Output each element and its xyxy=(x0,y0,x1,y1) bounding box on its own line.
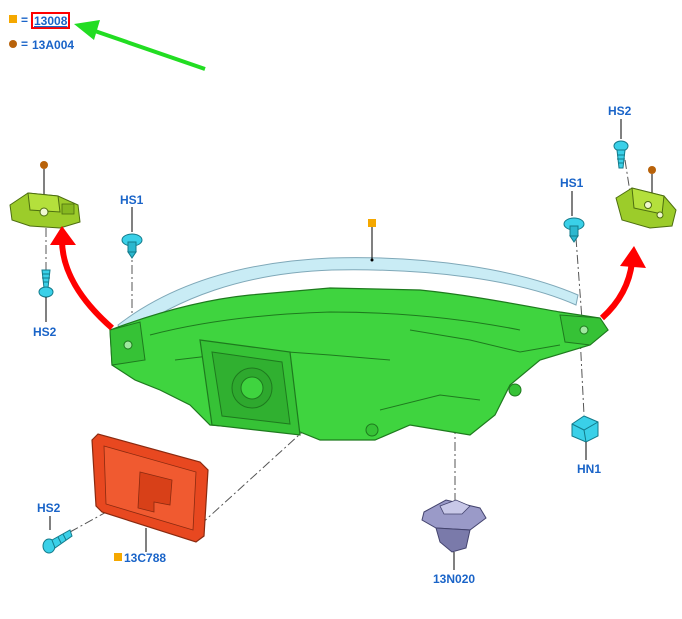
brown-circle-marker-icon xyxy=(648,166,656,174)
screw-hs2-bottom-left[interactable] xyxy=(42,516,73,554)
legend-code-13008[interactable]: 13008 xyxy=(34,14,68,28)
brown-circle-marker-icon xyxy=(40,161,48,169)
orange-square-marker-icon xyxy=(114,553,122,561)
red-curved-arrow-icon xyxy=(599,246,646,321)
legend: = 13008 = 13A004 xyxy=(9,12,74,52)
right-bracket[interactable] xyxy=(615,166,677,229)
label-hs2-left: HS2 xyxy=(33,325,57,339)
legend-highlight-box xyxy=(31,12,70,29)
label-hn1: HN1 xyxy=(577,462,601,476)
label-hs1-right: HS1 xyxy=(560,176,584,190)
label-hs2-top-right: HS2 xyxy=(608,104,632,118)
push-pin-hs1-right[interactable] xyxy=(563,191,585,243)
label-13c788: 13C788 xyxy=(124,551,166,565)
orange-square-marker-icon xyxy=(368,219,376,227)
housing-callout xyxy=(368,219,376,262)
legend-code-13a004[interactable]: 13A004 xyxy=(32,38,74,52)
label-hs2-bottom-left: HS2 xyxy=(37,501,61,515)
rear-cover-13c788[interactable] xyxy=(91,433,209,552)
label-hs1-left: HS1 xyxy=(120,193,144,207)
green-arrow-icon xyxy=(74,20,206,71)
left-bracket[interactable] xyxy=(9,161,81,229)
red-curved-arrow-icon xyxy=(50,226,114,331)
push-pin-hs1-left[interactable] xyxy=(121,207,143,259)
legend-equals: = xyxy=(21,13,28,27)
legend-equals: = xyxy=(21,37,28,51)
grommet-13n020[interactable] xyxy=(421,499,487,570)
clip-nut-hn1[interactable] xyxy=(571,415,599,460)
screw-hs2-top-right[interactable] xyxy=(613,119,629,169)
legend-square-marker-icon xyxy=(9,15,17,23)
label-13n020: 13N020 xyxy=(433,572,475,586)
screw-hs2-left[interactable] xyxy=(38,269,54,322)
headlamp-housing[interactable] xyxy=(109,257,609,441)
legend-circle-marker-icon xyxy=(9,40,17,48)
